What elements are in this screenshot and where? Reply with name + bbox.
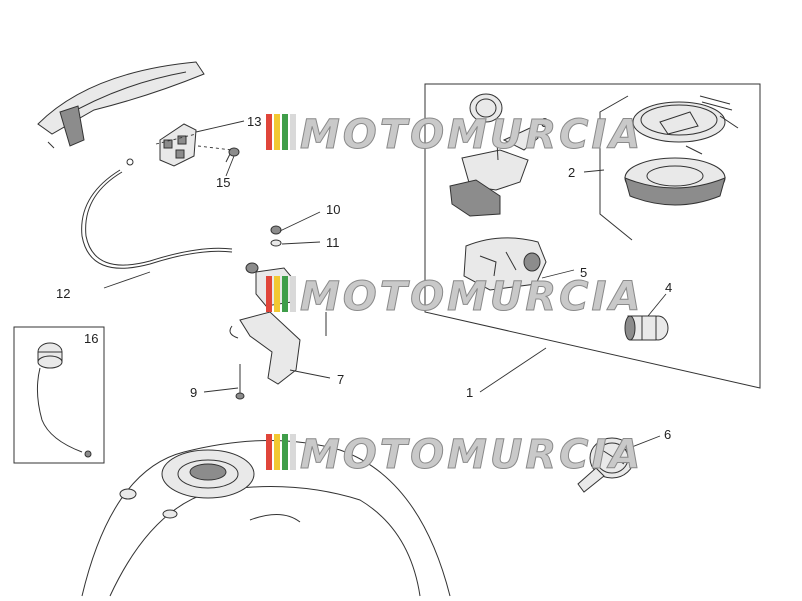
callout-5: 5 xyxy=(580,265,587,280)
watermark-text: MOTOMURCIA xyxy=(300,112,643,158)
callout-15: 15 xyxy=(216,175,230,190)
part-4-lock-barrel xyxy=(624,315,669,341)
watermark-stripes xyxy=(266,114,296,150)
part-7-mounting-bracket xyxy=(229,311,327,385)
callout-2: 2 xyxy=(568,165,575,180)
part-15-screw xyxy=(225,147,240,163)
callout-1: 1 xyxy=(466,385,473,400)
part-12-release-cable xyxy=(81,133,233,269)
callout-numbers: 1 2 3 4 5 6 7 9 10 11 12 13 15 16 xyxy=(56,114,672,442)
assembly-group-frame xyxy=(424,83,761,389)
callout-3: 3 xyxy=(541,115,548,130)
watermark-stripes xyxy=(266,276,296,312)
part-9-bolt xyxy=(235,364,245,400)
part-11-washer xyxy=(270,239,282,247)
callout-4: 4 xyxy=(665,280,672,295)
watermark-middle: MOTOMURCIA xyxy=(266,274,643,321)
part-3-ignition-switch xyxy=(449,93,539,217)
watermark-bottom: MOTOMURCIA xyxy=(266,432,643,479)
part-10-nut xyxy=(270,225,282,235)
assembly-2-subframe xyxy=(599,95,633,241)
part-2-fuel-cap xyxy=(624,95,739,206)
part-16-frame xyxy=(13,326,105,464)
tail-light-housing xyxy=(37,61,205,149)
callout-6: 6 xyxy=(664,427,671,442)
watermark-text: MOTOMURCIA xyxy=(300,274,643,320)
part-13-seat-latch xyxy=(159,123,197,167)
callout-7: 7 xyxy=(337,372,344,387)
callout-9: 9 xyxy=(190,385,197,400)
part-5-lock-bracket xyxy=(463,237,547,291)
watermark-text: MOTOMURCIA xyxy=(300,432,643,478)
watermark-stripes xyxy=(266,434,296,470)
part-6-key xyxy=(577,437,635,493)
callout-10: 10 xyxy=(326,202,340,217)
leader-lines xyxy=(103,120,667,451)
callout-12: 12 xyxy=(56,286,70,301)
watermark-top: MOTOMURCIA xyxy=(266,112,643,159)
callout-16: 16 xyxy=(84,331,98,346)
callout-13: 13 xyxy=(247,114,261,129)
callout-11: 11 xyxy=(326,235,340,250)
part-16-drain-cap xyxy=(36,342,92,458)
